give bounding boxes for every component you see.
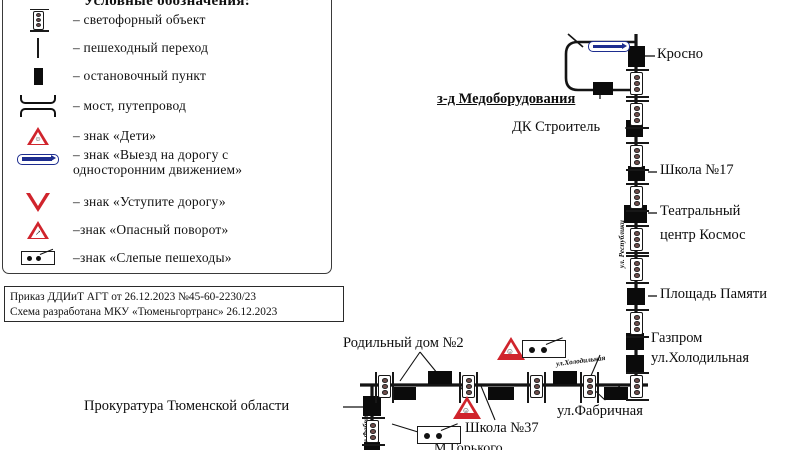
stop-label-gazprom: Газпром <box>651 330 703 346</box>
stop-label-dk-stroitel: ДК Строитель <box>512 119 601 135</box>
give-way-sign-icon <box>3 189 73 215</box>
stop-label-shkola-17: Школа №17 <box>660 162 734 178</box>
legend-title: Условные обозначения: <box>83 0 251 9</box>
bus-stop-icon <box>628 46 645 67</box>
bus-stop-icon <box>363 396 381 416</box>
blind-pedestrians-sign-icon <box>417 423 461 444</box>
legend-item-traffic-light: – светофорный объект <box>3 7 331 33</box>
bus-stop-icon <box>627 288 645 305</box>
traffic-light-icon <box>580 372 599 403</box>
bus-stop-icon <box>628 166 645 181</box>
stop-label-medoborudovaniya: з-д Медоборудования <box>437 91 576 107</box>
legend-item-pedestrian-crossing: – пешеходный переход <box>3 35 331 61</box>
stop-label-ul-holodilnaya: ул.Холодильная <box>651 350 750 366</box>
dangerous-turn-sign-icon: ↗ <box>3 217 73 243</box>
traffic-light-icon <box>626 100 649 129</box>
legend-item-label: – остановочный пункт <box>73 67 207 83</box>
traffic-light-icon <box>626 255 649 284</box>
traffic-light-icon <box>626 372 649 401</box>
bus-stop-icon <box>3 63 73 89</box>
legend-item-bridge: – мост, путепровод <box>3 91 331 121</box>
traffic-light-icon <box>626 69 649 98</box>
blind-pedestrians-sign-icon <box>3 245 73 271</box>
legend-item-label: – пешеходный переход <box>73 39 209 55</box>
legend-item-label: –знак «Слепые пешеходы» <box>73 249 232 265</box>
legend-item-label: – мост, путепровод <box>73 97 187 113</box>
traffic-light-icon <box>3 7 73 33</box>
traffic-light-icon <box>626 183 649 212</box>
legend-item-label: – знак «Выезд на дорогу с односторонним … <box>73 147 243 178</box>
order-info-box: Приказ ДДИиТ АГТ от 26.12.2023 №45-60-22… <box>4 286 344 322</box>
traffic-light-icon <box>626 142 649 171</box>
stop-label-shkola-37: Школа №37 <box>465 420 539 436</box>
stop-label-rodilny-dom-2: Родильный дом №2 <box>343 335 464 351</box>
traffic-light-icon <box>527 372 546 403</box>
street-label-respubliki: ул. Республики <box>618 219 626 268</box>
legend-item-label: –знак «Опасный поворот» <box>73 221 229 237</box>
children-sign-icon: ☺ <box>497 337 525 360</box>
pedestrian-crossing-icon <box>3 35 73 61</box>
bridge-overpass-icon <box>3 93 73 119</box>
bus-stop-icon <box>488 387 514 400</box>
legend-item-bus-stop: – остановочный пункт <box>3 63 331 89</box>
bus-stop-icon <box>593 82 613 95</box>
traffic-light-icon <box>626 309 649 338</box>
traffic-light-icon <box>459 372 478 403</box>
bus-stop-icon <box>604 387 628 400</box>
legend-item-label: – знак «Уступите дорогу» <box>73 193 226 209</box>
legend-panel: Условные обозначения: – светофорный объе… <box>2 0 332 274</box>
traffic-light-icon <box>362 417 385 446</box>
legend-item-blind-pedestrians-sign: –знак «Слепые пешеходы» <box>3 245 331 271</box>
bus-stop-icon <box>364 442 380 450</box>
stop-label-prokuratura: Прокуратура Тюменской области <box>84 398 290 414</box>
stop-label-teatralny: Театральный <box>660 203 741 219</box>
bus-stop-icon <box>428 371 452 384</box>
stop-label-m-gorkogo: М.Горького <box>434 441 503 450</box>
stop-label-ploshchad-pamyati: Площадь Памяти <box>660 286 768 302</box>
order-line-2: Схема разработана МКУ «Тюменьгортранс» 2… <box>10 305 278 318</box>
children-sign-icon: ☺ <box>3 123 73 149</box>
traffic-light-icon <box>626 225 649 254</box>
children-sign-icon: ☺ <box>453 396 481 419</box>
stop-label-centr-kosmos: центр Космос <box>660 227 746 243</box>
legend-item-label: – светофорный объект <box>73 11 206 27</box>
legend-item-dangerous-turn-sign: ↗ –знак «Опасный поворот» <box>3 217 331 243</box>
order-line-1: Приказ ДДИиТ АГТ от 26.12.2023 №45-60-22… <box>10 291 257 303</box>
stop-label-ul-fabrichnaya: ул.Фабричная <box>557 403 643 419</box>
bus-stop-icon <box>624 205 647 223</box>
legend-item-label: – знак «Дети» <box>73 127 157 143</box>
legend-item-children-sign: ☺ – знак «Дети» <box>3 123 331 149</box>
stop-label-krosno: Кросно <box>657 46 703 62</box>
bus-stop-icon <box>553 371 577 384</box>
blind-pedestrians-sign-icon <box>522 337 566 358</box>
one-way-exit-sign-icon <box>588 41 630 52</box>
bus-stop-icon <box>392 387 416 400</box>
traffic-light-icon <box>375 372 394 403</box>
legend-item-one-way-sign: – знак «Выезд на дорогу с односторонним … <box>3 147 331 185</box>
one-way-exit-sign-icon <box>3 149 73 169</box>
bus-stop-icon <box>626 355 644 372</box>
legend-item-give-way-sign: – знак «Уступите дорогу» <box>3 189 331 215</box>
